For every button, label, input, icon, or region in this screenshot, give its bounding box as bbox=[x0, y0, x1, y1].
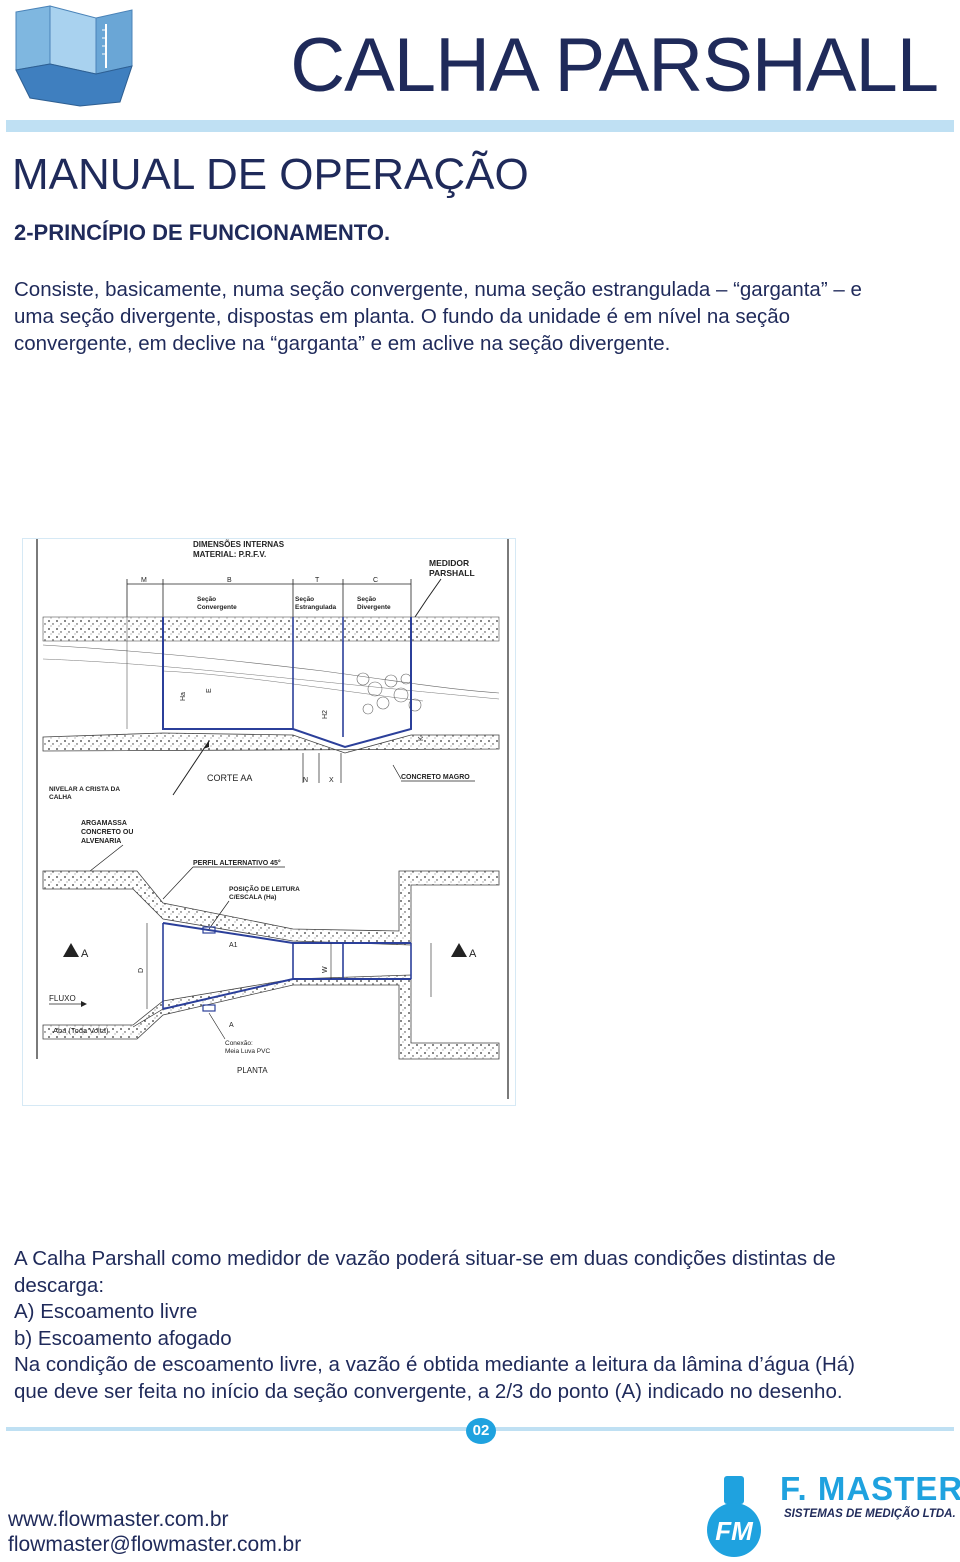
h2-label: H2 bbox=[322, 710, 329, 719]
section-label: Estrangulada bbox=[295, 604, 337, 611]
fm-logo-icon: FM bbox=[707, 1476, 761, 1557]
section-label: Divergente bbox=[357, 604, 391, 611]
a-label: A bbox=[229, 1022, 234, 1029]
title-divider bbox=[6, 120, 954, 132]
flow-label: FLUXO bbox=[49, 994, 76, 1003]
body-line: que deve ser feita no início da seção co… bbox=[14, 1379, 843, 1403]
section-label: Seção bbox=[295, 596, 314, 603]
dim-b: B bbox=[227, 577, 232, 584]
e-label: E bbox=[206, 688, 213, 693]
dim-t: T bbox=[315, 577, 320, 584]
mortar-label: ARGAMASSA bbox=[81, 820, 127, 827]
drawing-svg: DIMENSÕES INTERNAS MATERIAL: P.R.F.V. ME… bbox=[36, 539, 509, 1099]
technical-drawing: DIMENSÕES INTERNAS MATERIAL: P.R.F.V. ME… bbox=[22, 538, 516, 1106]
connection-label: Meia Luva PVC bbox=[225, 1048, 270, 1055]
section-label: Seção bbox=[357, 596, 376, 603]
brand-name: F. MASTER bbox=[780, 1470, 960, 1507]
intro-line: convergente, em declive na “garganta” e … bbox=[14, 332, 671, 355]
parshall-flume-photo bbox=[15, 5, 133, 107]
dim-m: M bbox=[141, 577, 147, 584]
body-line: b) Escoamento afogado bbox=[14, 1326, 232, 1350]
brand-tagline: SISTEMAS DE MEDIÇÃO LTDA. bbox=[784, 1508, 956, 1520]
k-label: K bbox=[418, 736, 425, 741]
body-line: Na condição de escoamento livre, a vazão… bbox=[14, 1353, 856, 1376]
x-label: X bbox=[329, 777, 334, 784]
section-label: Convergente bbox=[197, 604, 237, 611]
a1-label: A1 bbox=[229, 942, 238, 949]
logo-letters: FM bbox=[715, 1516, 754, 1546]
reading-label: C/ESCALA (Ha) bbox=[229, 894, 276, 901]
dimensions-label: DIMENSÕES INTERNAS bbox=[193, 540, 285, 549]
intro-paragraph: Consiste, basicamente, numa seção conver… bbox=[14, 276, 934, 357]
n-label: N bbox=[303, 777, 308, 784]
document-subtitle: MANUAL DE OPERAÇÃO bbox=[12, 150, 529, 199]
reading-label: POSIÇÃO DE LEITURA bbox=[229, 884, 300, 893]
flange-label: Aba (Toda Volta) bbox=[53, 1026, 109, 1035]
section-label: Seção bbox=[197, 596, 216, 603]
body-paragraph: A Calha Parshall como medidor de vazão p… bbox=[14, 1246, 944, 1405]
plan-label: PLANTA bbox=[237, 1066, 268, 1075]
intro-line: Consiste, basicamente, numa seção conver… bbox=[14, 278, 862, 301]
document-title: CALHA PARSHALL bbox=[290, 23, 939, 108]
ha-label: Ha bbox=[180, 692, 187, 701]
mortar-label: CONCRETO OU bbox=[81, 829, 133, 836]
material-label: MATERIAL: P.R.F.V. bbox=[193, 550, 266, 559]
cut-label: CORTE AA bbox=[207, 773, 252, 783]
w-label: W bbox=[322, 966, 329, 973]
email-link[interactable]: flowmaster@flowmaster.com.br bbox=[8, 1533, 302, 1556]
section-a-label: A bbox=[469, 948, 477, 960]
level-label: CALHA bbox=[49, 794, 72, 801]
profile-label: PERFIL ALTERNATIVO 45° bbox=[193, 859, 281, 867]
body-line: A Calha Parshall como medidor de vazão p… bbox=[14, 1247, 836, 1270]
lean-concrete-label: CONCRETO MAGRO bbox=[401, 774, 470, 781]
page-number: 02 bbox=[466, 1418, 496, 1444]
meter-label: PARSHALL bbox=[429, 568, 475, 578]
connection-label: Conexão: bbox=[225, 1040, 253, 1047]
meter-label: MEDIDOR bbox=[429, 558, 469, 568]
website-link[interactable]: www.flowmaster.com.br bbox=[8, 1508, 229, 1531]
intro-line: uma seção divergente, dispostas em plant… bbox=[14, 305, 791, 328]
body-line: A) Escoamento livre bbox=[14, 1300, 198, 1323]
section-a-label: A bbox=[81, 948, 89, 960]
d-label: D bbox=[138, 968, 145, 973]
level-label: NIVELAR A CRISTA DA bbox=[49, 786, 120, 793]
dim-c: C bbox=[373, 577, 378, 584]
body-line: descarga: bbox=[14, 1273, 105, 1297]
mortar-label: ALVENARIA bbox=[81, 838, 121, 845]
section-heading: 2-PRINCÍPIO DE FUNCIONAMENTO. bbox=[14, 220, 391, 245]
